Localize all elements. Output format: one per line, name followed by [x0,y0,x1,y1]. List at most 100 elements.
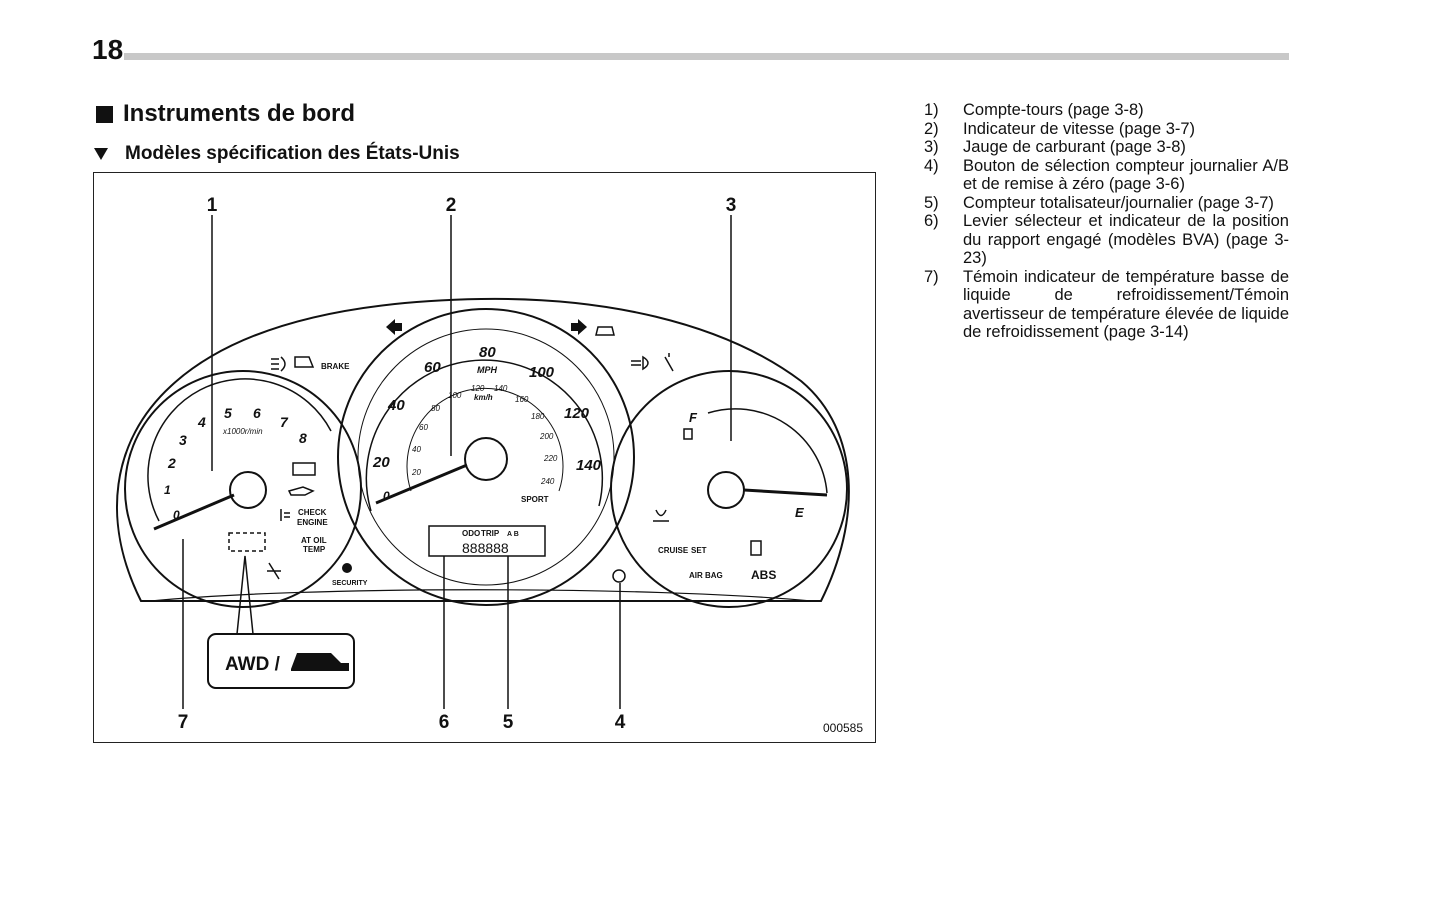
speedometer-hub [464,437,508,481]
legend-item: 1) Compte-tours (page 3-8) [924,101,1289,120]
kmh-tick-100: 100 [448,391,462,400]
fuel-empty-label: E [795,505,804,520]
tach-tick-0: 0 [173,508,180,522]
kmh-tick-60: 60 [419,423,428,432]
square-bullet-icon [96,105,113,123]
callout-3: 3 [726,195,737,216]
subsection-title: Modèles spécification des États-Unis [94,143,460,165]
check-engine-label-2: ENGINE [297,518,328,527]
legend-item-text: Bouton de sélection compteur journalier … [963,156,1289,194]
legend-item-number: 5) [924,193,939,212]
airbag-label: AIR BAG [689,571,723,580]
brake-label: BRAKE [321,362,350,371]
instrument-cluster-figure: 1 2 3 4 5 6 7 000585 0 1 2 3 4 5 6 7 8 x… [93,172,876,743]
tach-tick-4: 4 [197,414,206,430]
header-rule [124,53,1289,60]
cluster-lower-edge [150,589,812,602]
awd-label: AWD / [225,654,281,675]
subsection-title-text: Modèles spécification des États-Unis [125,143,460,164]
legend-item-text: Compteur totalisateur/journalier (page 3… [963,193,1274,212]
coolant-temp-icon [280,509,290,521]
callout-6: 6 [439,712,450,733]
kmh-tick-140: 140 [494,384,508,393]
awd-callout-pointer [236,555,254,635]
legend-item-number: 1) [924,101,939,119]
mph-tick-140: 140 [576,457,602,474]
tach-tick-3: 3 [179,432,187,448]
tach-tick-6: 6 [253,405,261,421]
traction-icon [267,562,281,580]
kmh-tick-80: 80 [431,404,440,413]
fuel-gauge-needle [743,488,828,497]
legend-item-number: 4) [924,156,939,175]
section-title: Instruments de bord [96,100,355,128]
turn-left-arrow-icon [386,319,402,335]
kmh-tick-20: 20 [411,468,421,477]
legend-item: 3) Jauge de carburant (page 3-8) [924,138,1289,157]
skid-icon [595,326,615,336]
tach-tick-2: 2 [167,455,176,471]
kmh-tick-40: 40 [412,445,421,454]
legend-item-text: Compte-tours (page 3-8) [963,101,1144,119]
check-engine-label-1: CHECK [298,508,327,517]
cruise-label: CRUISE [658,546,689,555]
speedometer-inner-ring [357,328,615,586]
mph-tick-40: 40 [387,397,405,414]
gear-indicator-box [228,532,266,552]
mph-tick-80: 80 [479,344,496,361]
tach-tick-7: 7 [280,414,289,430]
callout-4: 4 [615,712,626,733]
tach-tick-5: 5 [224,405,232,421]
kmh-tick-220: 220 [543,454,558,463]
fuel-gauge-scale-arc [707,408,828,494]
callout-1: 1 [207,195,218,216]
mph-tick-0: 0 [383,489,390,503]
legend-item-text: Levier sélecteur et indicateur de la pos… [963,212,1289,267]
instrument-cluster-drawing: 1 2 3 4 5 6 7 000585 0 1 2 3 4 5 6 7 8 x… [116,195,863,735]
kmh-tick-200: 200 [539,432,554,441]
lcd-trip-label: TRIP [481,529,500,538]
seatbelt-icon [664,353,674,372]
legend-item-text: Indicateur de vitesse (page 3-7) [963,119,1196,138]
kmh-tick-160: 160 [515,395,529,404]
fuel-full-label: F [689,410,698,425]
cluster-outline [116,297,850,602]
lcd-digits: 888888 [462,540,509,556]
awd-vehicle-icon [291,653,349,671]
callout-5: 5 [503,712,514,733]
set-label: SET [691,546,707,555]
security-indicator-dot [342,563,352,573]
kmh-label: km/h [474,393,493,402]
tach-tick-8: 8 [299,430,307,446]
tachometer-bezel [124,370,362,608]
legend-item: 6) Levier sélecteur et indicateur de la … [924,212,1289,268]
legend-item-number: 3) [924,138,939,156]
mph-tick-100: 100 [529,364,555,381]
speedometer-bezel [337,308,635,606]
tach-tick-1: 1 [164,483,171,497]
callout-2: 2 [446,195,457,216]
oil-pressure-icon [287,486,315,496]
figure-id: 000585 [823,721,863,735]
kmh-tick-120: 120 [471,384,485,393]
legend-item: 2) Indicateur de vitesse (page 3-7) [924,120,1289,139]
fog-light-icon [271,356,286,372]
legend-item: 5) Compteur totalisateur/journalier (pag… [924,194,1289,213]
kmh-tick-240: 240 [540,477,555,486]
callout-7: 7 [178,712,189,733]
legend-list: 1) Compte-tours (page 3-8) 2) Indicateur… [924,101,1289,342]
trip-reset-button [612,569,626,583]
at-oil-label-2: TEMP [303,545,326,554]
legend-item-text: Témoin indicateur de température basse d… [963,267,1289,342]
at-oil-label-1: AT OIL [301,536,327,545]
triangle-bullet-icon [94,148,108,160]
security-label: SECURITY [332,580,368,587]
tach-unit-label: x1000r/min [222,427,263,436]
legend-item-number: 2) [924,119,939,138]
sport-label: SPORT [521,495,549,504]
tachometer-scale-arc [147,378,332,522]
fuel-gauge-bezel [610,370,848,608]
tachometer-needle [153,493,235,531]
legend-item: 7) Témoin indicateur de température bass… [924,268,1289,342]
tire-pressure-icon [653,509,669,522]
